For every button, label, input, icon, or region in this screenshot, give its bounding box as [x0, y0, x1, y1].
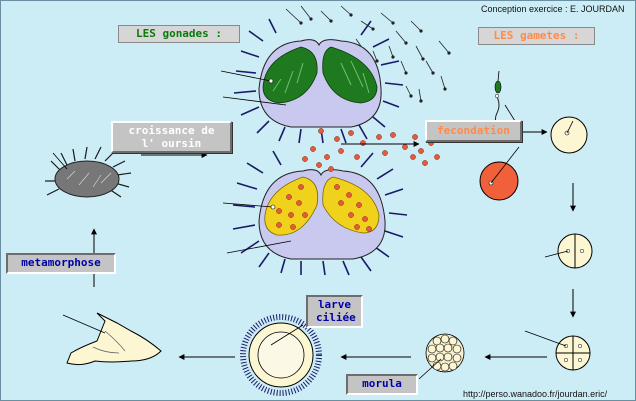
two-cell-stage — [544, 233, 593, 269]
morula-label: morula — [346, 374, 418, 395]
credit-bottom: http://perso.wanadoo.fr/jourdan.eric/ — [463, 389, 608, 399]
larve-label: larve ciliée — [306, 295, 363, 328]
fecondation-label: fecondation — [425, 120, 522, 142]
four-cell-stage — [524, 330, 591, 371]
ciliated-larva — [240, 314, 322, 396]
zygote — [550, 116, 588, 154]
young-urchin — [45, 146, 132, 198]
credit-top: Conception exercice : E. JOURDAN — [481, 4, 625, 14]
croissance-label: croissance de l' oursin — [111, 121, 232, 153]
sperm-swarm — [285, 5, 451, 103]
ovule — [479, 146, 520, 201]
morula-embryo — [418, 333, 465, 380]
pluteus-larva — [62, 312, 162, 366]
male-urchin — [220, 18, 404, 144]
gametes-label: LES gametes : — [478, 27, 595, 45]
female-urchin — [222, 150, 408, 276]
metamorphose-label: metamorphose — [6, 253, 116, 274]
gonades-label: LES gonades : — [118, 25, 240, 43]
released-eggs — [302, 128, 440, 172]
